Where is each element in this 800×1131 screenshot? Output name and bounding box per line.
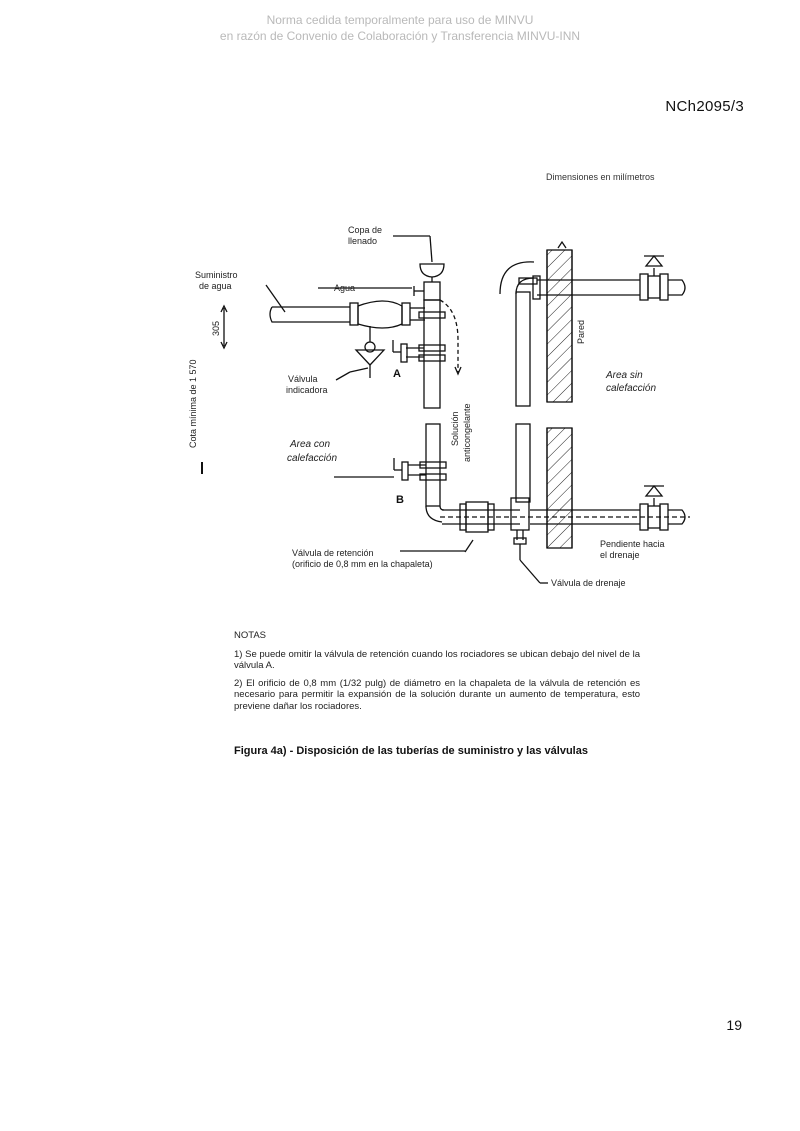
wall-lower xyxy=(546,427,573,549)
notes-block: NOTAS 1) Se puede omitir la válvula de r… xyxy=(234,630,640,718)
label-suministro-1: Suministro xyxy=(195,270,238,280)
label-valv-drenaje: Válvula de drenaje xyxy=(551,578,626,588)
riser-b xyxy=(393,423,447,523)
label-valvula-ind-2: indicadora xyxy=(286,385,328,395)
watermark-line-1: Norma cedida temporalmente para uso de M… xyxy=(266,13,534,27)
dimensions-note: Dimensiones en milímetros xyxy=(546,172,655,182)
label-copa-2: llenado xyxy=(348,236,377,246)
label-pared: Pared xyxy=(576,320,586,344)
label-pendiente-1: Pendiente hacia xyxy=(600,539,665,549)
riser-a xyxy=(392,263,446,409)
figure-caption: Figura 4a) - Disposición de las tuberías… xyxy=(234,745,588,757)
standard-code: NCh2095/3 xyxy=(665,98,744,115)
piping-diagram: Copa de llenado Suministro de agua Agua … xyxy=(188,225,690,588)
label-area-con-2: calefacción xyxy=(287,453,337,464)
label-valvula-ind-1: Válvula xyxy=(288,374,318,384)
upper-wall-pipe xyxy=(532,254,686,301)
label-area-sin-1: Area sin xyxy=(605,370,643,381)
label-area-con-1: Area con xyxy=(289,439,330,450)
label-solucion-1: Solución xyxy=(450,411,460,446)
wall-upper xyxy=(546,249,573,403)
lower-wall-pipe xyxy=(440,484,690,531)
label-point-b: B xyxy=(396,494,404,506)
label-valv-ret-1: Válvula de retención xyxy=(292,548,374,558)
label-copa-1: Copa de xyxy=(348,225,382,235)
note-item-1: 1) Se puede omitir la válvula de retenci… xyxy=(234,648,640,672)
label-agua: Agua xyxy=(334,283,355,293)
label-dim-305: 305 xyxy=(211,321,221,336)
watermark-line-2: en razón de Convenio de Colaboración y T… xyxy=(219,29,581,43)
indicator-valve xyxy=(349,326,386,378)
page-number: 19 xyxy=(726,1017,742,1033)
label-solucion-2: anticongelante xyxy=(462,403,472,462)
note-item-2: 2) El orificio de 0,8 mm (1/32 pulg) de … xyxy=(234,677,640,712)
label-valv-ret-2: (orificio de 0,8 mm en la chapaleta) xyxy=(292,559,433,569)
label-cota: Cota mínima de 1 570 xyxy=(188,359,198,448)
label-point-a: A xyxy=(393,368,401,380)
vertical-to-wall xyxy=(499,261,538,503)
notes-title: NOTAS xyxy=(234,630,267,641)
label-suministro-2: de agua xyxy=(199,281,232,291)
watermark: Norma cedida temporalmente para uso de M… xyxy=(0,12,800,44)
supply-pipe xyxy=(265,284,425,329)
label-area-sin-2: calefacción xyxy=(606,383,656,394)
label-pendiente-2: el drenaje xyxy=(600,550,640,560)
